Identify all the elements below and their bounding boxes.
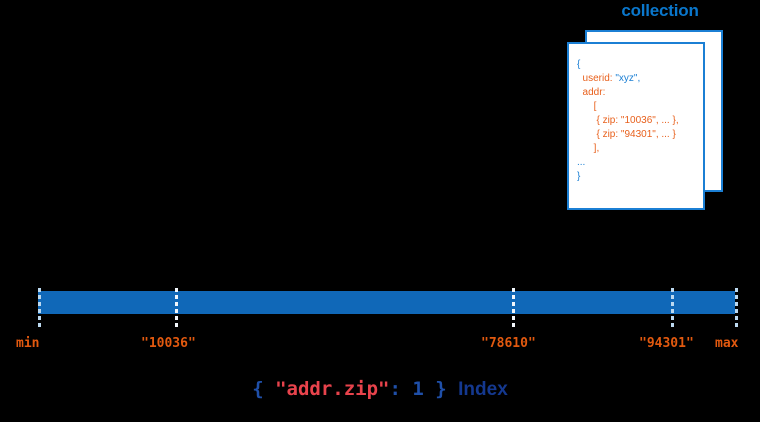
index-tick-min xyxy=(38,288,41,329)
document-line-text: { zip: "94301", ... } xyxy=(577,129,676,140)
document-line: userid: "xyz", xyxy=(577,72,695,86)
document-line-text: { xyxy=(577,59,581,70)
index-tick-max xyxy=(735,288,738,329)
index-bar xyxy=(38,291,735,314)
document-line: [ xyxy=(577,100,695,114)
document-line: } xyxy=(577,170,695,184)
caption-word-index: Index xyxy=(458,379,508,400)
document-line: { xyxy=(577,58,695,72)
index-label-max: max xyxy=(715,336,739,351)
index-label-78610: "78610" xyxy=(481,336,536,351)
caption-close-brace: } xyxy=(423,378,459,400)
document-line: { zip: "94301", ... } xyxy=(577,128,695,142)
document-line-key: addr: xyxy=(577,87,606,98)
caption-field: "addr.zip" xyxy=(275,378,390,400)
document-line: ... xyxy=(577,156,695,170)
caption-open-brace: { xyxy=(252,378,276,400)
document-line: { zip: "10036", ... }, xyxy=(577,114,695,128)
index-tick-10036 xyxy=(175,288,178,329)
index-label-10036: "10036" xyxy=(141,336,196,351)
document-card-front: { userid: "xyz", addr: [ { zip: "10036",… xyxy=(567,42,705,210)
document-line-text: ], xyxy=(577,143,600,154)
caption-value: 1 xyxy=(412,378,424,400)
collection-title: collection xyxy=(621,1,699,20)
caption-colon: : xyxy=(389,378,413,400)
document-line: addr: xyxy=(577,86,695,100)
document-line-text: { zip: "10036", ... }, xyxy=(577,115,679,126)
document-line-text: ... xyxy=(577,157,586,168)
document-line-text: } xyxy=(577,171,581,182)
index-tick-78610 xyxy=(512,288,515,329)
index-tick-94301 xyxy=(671,288,674,329)
document-line-key: userid: xyxy=(577,73,616,84)
index-label-94301: "94301" xyxy=(639,336,694,351)
document-line: ], xyxy=(577,142,695,156)
index-label-min: min xyxy=(16,336,40,351)
index-caption: { "addr.zip": 1 } Index xyxy=(0,378,760,401)
document-line-text: [ xyxy=(577,101,597,112)
document-line-value: "xyz", xyxy=(615,73,641,84)
